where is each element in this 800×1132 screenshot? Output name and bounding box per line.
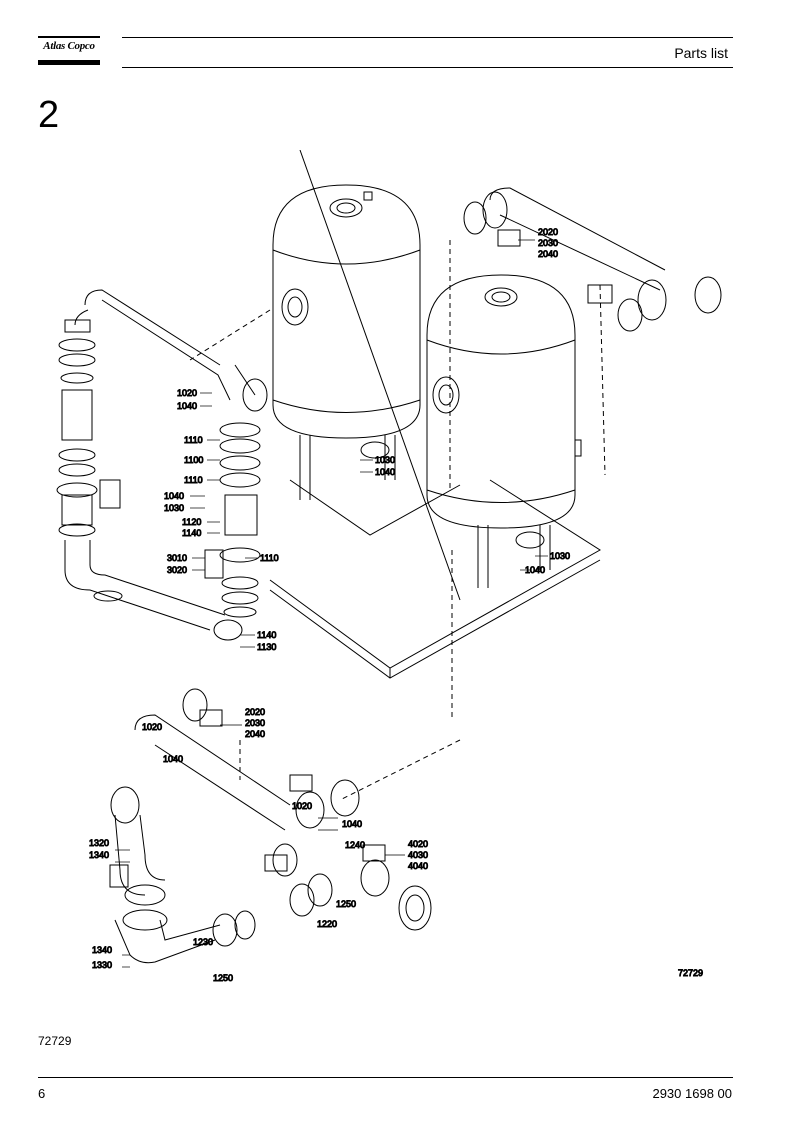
callout-4040: 4040 — [408, 861, 428, 871]
header-rule-bottom — [122, 67, 733, 68]
logo-wordmark: Atlas Copco — [43, 40, 95, 52]
callout-1230: 1230 — [193, 937, 213, 947]
atlas-copco-logo: Atlas Copco — [38, 36, 100, 66]
lower-valve-group — [109, 688, 432, 964]
drawing-reference: 72729 — [38, 1034, 72, 1048]
exploded-parts-drawing: 1020 1040 1110 1100 1110 1040 1030 1120 … — [56, 150, 722, 984]
callout-1040: 1040 — [525, 565, 545, 575]
callout-1030: 1030 — [375, 455, 395, 465]
outlet-valve-assembly-top — [463, 187, 722, 332]
callout-2020: 2020 — [538, 227, 558, 237]
callout-1140: 1140 — [257, 630, 276, 640]
callout-2020: 2020 — [245, 707, 265, 717]
alignment-dashed-lines — [189, 240, 606, 801]
callout-1220: 1220 — [317, 919, 337, 929]
callout-4020: 4020 — [408, 839, 428, 849]
header-title: Parts list — [674, 45, 728, 61]
callout-1040: 1040 — [342, 819, 362, 829]
callout-2040: 2040 — [538, 249, 558, 259]
callout-3020: 3020 — [167, 565, 187, 575]
section-number: 2 — [38, 94, 60, 136]
callout-1250: 1250 — [213, 973, 233, 983]
pressure-vessel-right — [426, 274, 582, 588]
callout-1040: 1040 — [163, 754, 183, 764]
callout-1040: 1040 — [375, 467, 395, 477]
callout-1120: 1120 — [182, 517, 201, 527]
callout-1030: 1030 — [164, 503, 184, 513]
callout-3010: 3010 — [167, 553, 187, 563]
callout-1110: 1110 — [260, 553, 279, 563]
callout-1110: 1110 — [184, 475, 203, 485]
callout-1330: 1330 — [92, 960, 112, 970]
callout-2030: 2030 — [538, 238, 558, 248]
callout-2030: 2030 — [245, 718, 265, 728]
page-number: 6 — [38, 1086, 46, 1101]
callout-1040: 1040 — [164, 491, 184, 501]
callout-2040: 2040 — [245, 729, 265, 739]
callout-leader-lines — [115, 239, 548, 968]
callout-1340: 1340 — [89, 850, 109, 860]
pressure-vessel-left — [272, 184, 421, 500]
drawing-number-inset: 72729 — [678, 968, 703, 978]
callout-1250: 1250 — [336, 899, 356, 909]
callout-1340: 1340 — [92, 945, 112, 955]
callout-1320: 1320 — [89, 838, 109, 848]
callout-1020: 1020 — [177, 388, 197, 398]
callout-1040: 1040 — [177, 401, 197, 411]
callout-1020: 1020 — [292, 801, 312, 811]
inlet-piping-manifold — [56, 289, 268, 641]
callout-1110: 1110 — [184, 435, 203, 445]
callout-1020: 1020 — [142, 722, 162, 732]
callout-4030: 4030 — [408, 850, 428, 860]
header-rule-top — [122, 37, 733, 38]
callout-1240: 1240 — [345, 840, 365, 850]
callout-1130: 1130 — [257, 642, 276, 652]
base-frame — [269, 150, 601, 679]
callout-1140: 1140 — [182, 528, 201, 538]
callout-1030: 1030 — [550, 551, 570, 561]
callout-1100: 1100 — [184, 455, 203, 465]
callout-labels: 1020 1040 1110 1100 1110 1040 1030 1120 … — [89, 227, 704, 984]
footer-rule — [38, 1077, 733, 1078]
document-number: 2930 1698 00 — [652, 1086, 732, 1101]
